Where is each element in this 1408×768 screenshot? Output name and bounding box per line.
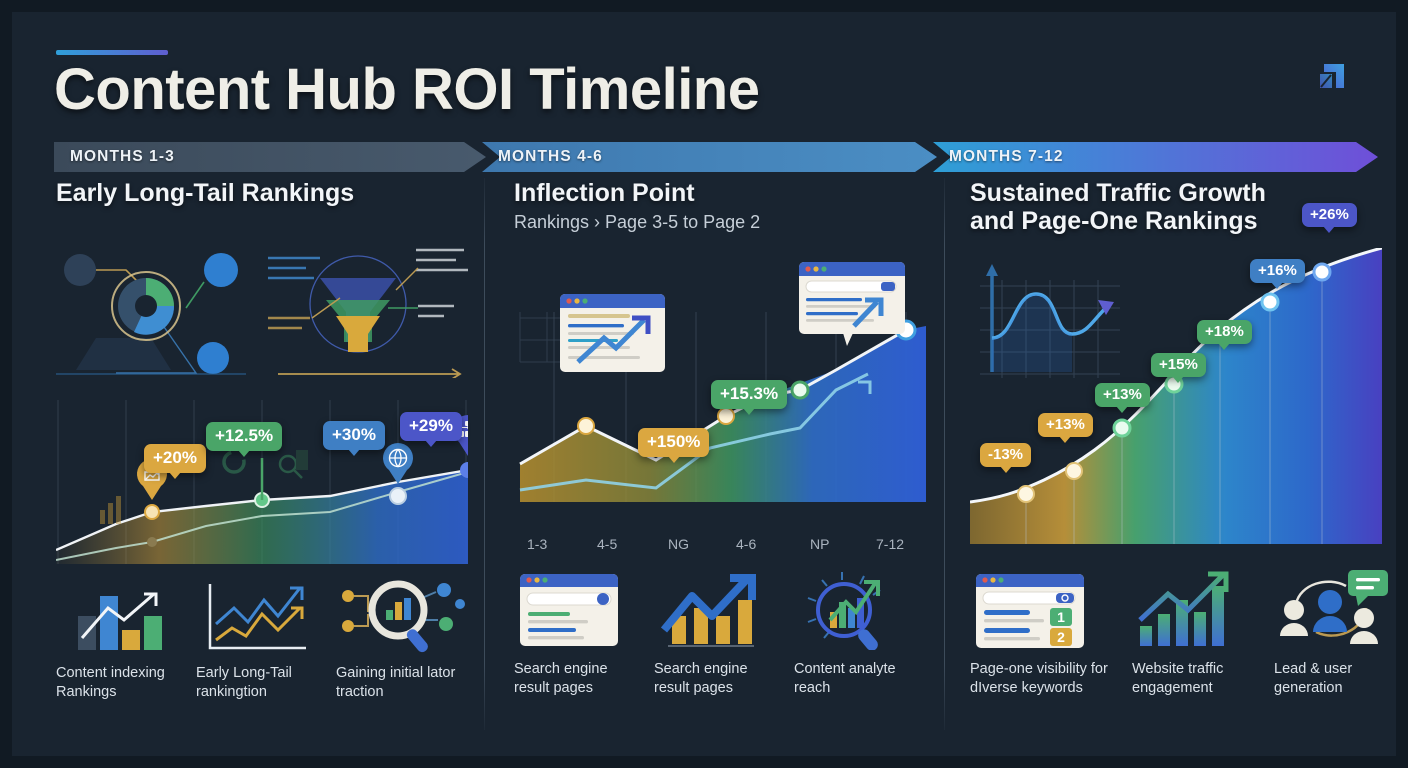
column-3-chart [970, 248, 1382, 544]
column-3-title: Sustained Traffic Growth and Page-One Ra… [970, 179, 1266, 235]
growing-bars-icon [1132, 570, 1264, 650]
column-1-title: Early Long-Tail Rankings [56, 179, 355, 207]
column-1-decorative-art [56, 248, 468, 378]
badge-c1-1: +20% [144, 444, 206, 479]
column-2: Inflection Point Rankings › Page 3-5 to … [514, 179, 926, 233]
svg-text:1: 1 [1057, 609, 1065, 625]
x-axis-tick: 1-3 [527, 536, 548, 552]
badge-c3-2: +13% [1038, 413, 1093, 443]
footer-item-label: Gaining initial lator traction [336, 665, 456, 700]
footer-item[interactable]: Content indexing Rankings [56, 574, 196, 701]
x-axis-tick: 7-12 [876, 536, 905, 552]
footer-item-label: Early Long-Tail rankingtion [196, 665, 292, 700]
footer-item[interactable]: Early Long-Tail rankingtion [196, 574, 336, 701]
page-title: Content Hub ROI Timeline [54, 57, 760, 122]
badge-c3-4: +15% [1151, 353, 1206, 383]
x-axis-tick: NP [810, 536, 830, 552]
serp-card-small-icon [560, 294, 665, 372]
column-divider-2 [944, 178, 945, 730]
phase-months-4-6[interactable]: MONTHS 4-6 [482, 142, 937, 172]
column-3: Sustained Traffic Growth and Page-One Ra… [970, 179, 1290, 235]
footer-item[interactable]: Lead & user generation [1274, 570, 1406, 697]
badge-c3-5: +18% [1197, 320, 1252, 350]
footer-item-label: Page-one visibility for dIverse keywords [970, 661, 1108, 696]
column-2-subtitle: Rankings › Page 3-5 to Page 2 [514, 211, 761, 232]
column-3-decorative-curve-icon [980, 264, 1120, 378]
badge-c3-1: -13% [980, 443, 1032, 473]
footer-item[interactable]: Content analyte reach [794, 570, 934, 697]
magnifier-chart-icon [794, 570, 934, 650]
column-2-footer: Search engine result pages Search engine… [514, 570, 934, 697]
badge-c3-3: +13% [1095, 383, 1150, 413]
serp-card-callout-icon [799, 262, 905, 346]
line-chart-icon [196, 574, 336, 654]
badge-c3-7: +26% [1302, 203, 1357, 233]
badge-c1-2: +12.5% [206, 422, 283, 457]
footer-item-label: Search engine result pages [514, 661, 608, 696]
column-1: Early Long-Tail Rankings [56, 179, 468, 208]
badge-c2-2: +15.3% [711, 380, 788, 415]
phase-bar: MONTHS 1-3 MONTHS 4-6 MONTHS 7-12 [54, 142, 1378, 172]
x-axis-tick: NG [668, 536, 689, 552]
bars-arrow-up-icon [654, 570, 794, 650]
footer-item[interactable]: Search engine result pages [654, 570, 794, 697]
browser-search-icon [514, 570, 654, 650]
badge-c3-6: +16% [1250, 259, 1305, 289]
magnifier-network-icon [336, 574, 476, 654]
phase-months-7-12[interactable]: MONTHS 7-12 [933, 142, 1378, 172]
svg-text:2: 2 [1057, 629, 1065, 645]
browser-ranked-results-icon: 1 2 [970, 570, 1110, 650]
footer-item-label: Website traffic engagement [1132, 661, 1224, 696]
cube-arrow-logo-icon [1320, 64, 1344, 88]
footer-item[interactable]: Search engine result pages [514, 570, 654, 697]
footer-item[interactable]: Website traffic engagement [1132, 570, 1264, 697]
x-axis-tick: 4-6 [736, 536, 757, 552]
phase-2-label: MONTHS 4-6 [498, 148, 603, 165]
x-axis-tick: 4-5 [597, 536, 618, 552]
column-2-title: Inflection Point [514, 179, 695, 207]
badge-c2-1: +150% [638, 428, 710, 463]
footer-item[interactable]: Gaining initial lator traction [336, 574, 476, 701]
phase-3-label: MONTHS 7-12 [949, 148, 1064, 165]
column-divider-1 [484, 178, 485, 730]
footer-item-label: Content indexing Rankings [56, 665, 165, 700]
footer-item-label: Content analyte reach [794, 661, 896, 696]
title-accent-rule [56, 50, 168, 55]
phase-3-body [933, 142, 1378, 172]
badge-c1-4: +29% [400, 412, 462, 447]
phase-2-body [482, 142, 937, 172]
column-3-footer: 1 2 Page-one visibility for dIverse keyw… [970, 570, 1390, 697]
column-1-footer: Content indexing Rankings Early Long-Tai… [56, 574, 476, 701]
phase-1-label: MONTHS 1-3 [70, 148, 175, 165]
footer-item-label: Search engine result pages [654, 661, 748, 696]
footer-item-label: Lead & user generation [1274, 661, 1353, 696]
phase-1-body [54, 142, 486, 172]
phase-months-1-3[interactable]: MONTHS 1-3 [54, 142, 486, 172]
bar-chart-arrow-icon [56, 574, 196, 654]
badge-c1-3: +30% [323, 421, 385, 456]
people-chat-icon [1274, 570, 1406, 650]
footer-item[interactable]: 1 2 Page-one visibility for dIverse keyw… [970, 570, 1110, 697]
